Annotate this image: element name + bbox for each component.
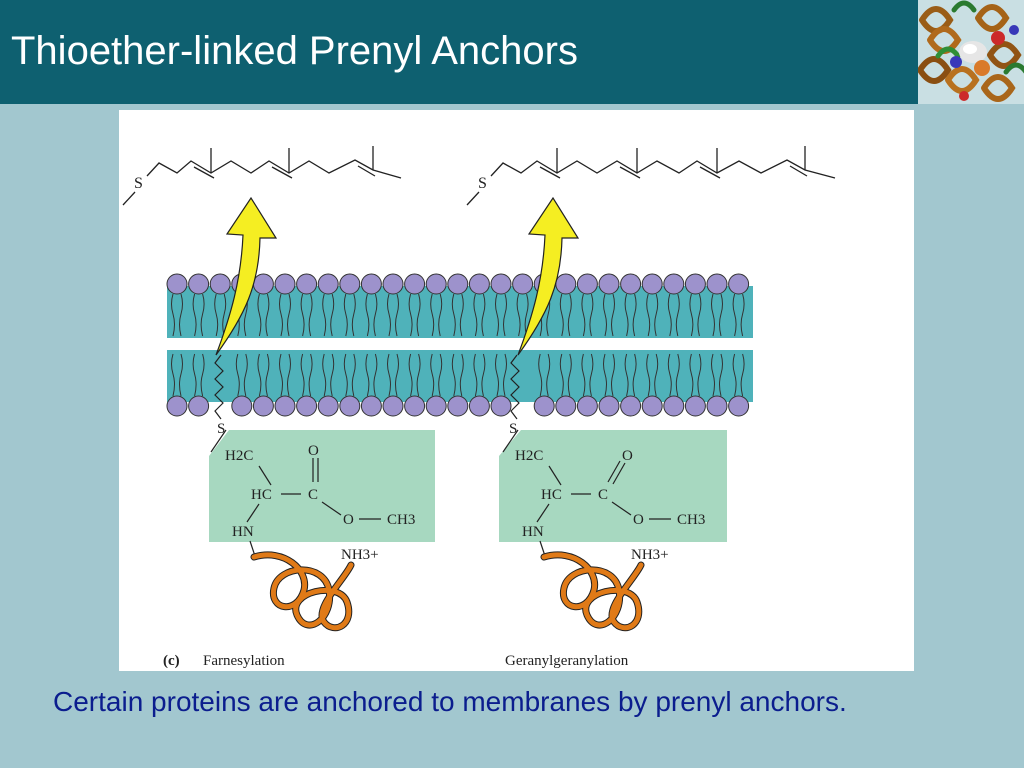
carbonyl-c-left: C <box>308 487 318 503</box>
ester-o-left: O <box>343 512 354 528</box>
farnesylation-label: Farnesylation <box>203 653 285 669</box>
lipid-head-inner <box>252 395 274 417</box>
nh3-left: NH3+ <box>341 547 379 563</box>
lipid-head-outer <box>598 273 620 295</box>
anchor-arrow-left <box>215 196 278 356</box>
methyl-right: CH3 <box>677 512 705 528</box>
lipid-head-outer <box>188 273 210 295</box>
h2c-right: H2C <box>515 448 543 464</box>
lipid-head-inner <box>533 395 555 417</box>
carbonyl-o-left: O <box>308 443 319 459</box>
lipid-head-outer <box>425 273 447 295</box>
lipid-head-inner <box>382 395 404 417</box>
protein-box-right <box>499 430 727 542</box>
prenyl-zigzag-right <box>510 354 520 420</box>
cys-sulfur-right: S <box>509 421 517 437</box>
geranylgeranylation-label: Geranylgeranylation <box>505 653 629 669</box>
lipid-head-inner <box>425 395 447 417</box>
lipid-head-inner <box>555 395 577 417</box>
lipid-head-outer <box>706 273 728 295</box>
geranylgeranyl-chain <box>466 146 836 206</box>
lipid-head-inner <box>706 395 728 417</box>
hn-right: HN <box>522 524 544 540</box>
lipid-head-inner <box>339 395 361 417</box>
prenylation-figure: S S S H2C HC C O <box>119 110 914 671</box>
carbonyl-o-right: O <box>622 448 633 464</box>
lipid-head-inner <box>490 395 512 417</box>
lipid-head-inner <box>274 395 296 417</box>
lipid-head-inner <box>663 395 685 417</box>
hc-right: HC <box>541 487 562 503</box>
lipid-head-inner <box>166 395 188 417</box>
lipid-head-inner <box>360 395 382 417</box>
cys-sulfur-left: S <box>217 421 225 437</box>
methyl-left: CH3 <box>387 512 415 528</box>
lipid-head-outer <box>512 273 534 295</box>
lipid-head-outer <box>404 273 426 295</box>
h2c-left: H2C <box>225 448 253 464</box>
lipid-head-inner <box>447 395 469 417</box>
slide-title: Thioether-linked Prenyl Anchors <box>11 29 578 73</box>
slide-caption: Certain proteins are anchored to membran… <box>53 686 847 717</box>
lipid-head-outer <box>490 273 512 295</box>
lipid-head-outer <box>252 273 274 295</box>
lipid-bilayer <box>166 273 753 417</box>
chain-sulfur-right: S <box>478 175 487 192</box>
lipid-head-inner <box>620 395 642 417</box>
lipid-head-inner <box>231 395 253 417</box>
lipid-head-outer <box>620 273 642 295</box>
lipid-head-inner <box>404 395 426 417</box>
lipid-head-outer <box>684 273 706 295</box>
lipid-head-inner <box>598 395 620 417</box>
chain-sulfur-left: S <box>134 175 143 192</box>
lipid-head-outer <box>339 273 361 295</box>
lipid-head-inner <box>576 395 598 417</box>
protein-helix-logo <box>918 0 1024 104</box>
lipid-head-inner <box>641 395 663 417</box>
nh3-right: NH3+ <box>631 547 669 563</box>
lipid-head-inner <box>468 395 490 417</box>
lipid-head-inner <box>728 395 750 417</box>
lipid-head-outer <box>317 273 339 295</box>
lipid-head-outer <box>382 273 404 295</box>
lipid-head-outer <box>641 273 663 295</box>
hc-left: HC <box>251 487 272 503</box>
lipid-head-outer <box>166 273 188 295</box>
lipid-head-outer <box>296 273 318 295</box>
title-bar: Thioether-linked Prenyl Anchors <box>0 0 918 104</box>
ester-o-right: O <box>633 512 644 528</box>
lipid-head-outer <box>663 273 685 295</box>
lipid-head-inner <box>188 395 210 417</box>
lipid-head-outer <box>447 273 469 295</box>
hn-left: HN <box>232 524 254 540</box>
lipid-head-outer <box>274 273 296 295</box>
farnesyl-chain <box>122 146 402 206</box>
panel-letter: (c) <box>163 653 180 669</box>
lipid-head-outer <box>209 273 231 295</box>
prenyl-zigzag-left <box>214 354 224 420</box>
protein-box-left <box>209 430 435 542</box>
lipid-head-outer <box>360 273 382 295</box>
lipid-head-outer <box>555 273 577 295</box>
anchor-arrow-right <box>517 196 580 356</box>
lipid-head-outer <box>728 273 750 295</box>
lipid-head-inner <box>296 395 318 417</box>
carbonyl-c-right: C <box>598 487 608 503</box>
lipid-head-outer <box>576 273 598 295</box>
lipid-head-inner <box>317 395 339 417</box>
lipid-head-outer <box>468 273 490 295</box>
lipid-head-inner <box>684 395 706 417</box>
